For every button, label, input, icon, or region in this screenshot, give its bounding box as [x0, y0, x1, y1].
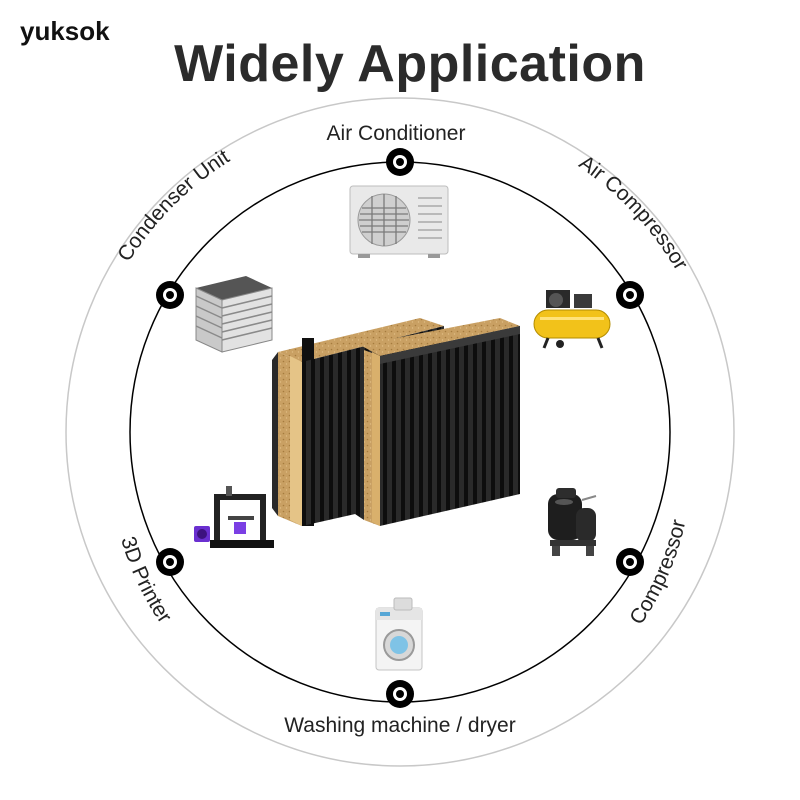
node-markers — [156, 148, 644, 708]
outer-ring — [65, 97, 735, 767]
node-washing-machine — [386, 680, 414, 708]
air-compressor-icon — [533, 290, 611, 349]
brand-logo: yuksok — [20, 16, 110, 46]
node-condenser-unit — [156, 281, 184, 309]
air-conditioner-icon — [349, 185, 449, 258]
node-compressor — [616, 548, 644, 576]
condenser-unit-icon — [195, 276, 273, 353]
node-3d-printer — [156, 548, 184, 576]
compressor-icon — [548, 488, 597, 556]
label-washing-machine: Washing machine / dryer — [284, 714, 515, 737]
label-air-compressor: Air Compressor — [575, 151, 692, 274]
pad-front — [352, 318, 520, 526]
anti-vibration-pads — [272, 318, 520, 526]
label-3d-printer: 3D Printer — [116, 534, 176, 627]
page-title: Widely Application — [174, 35, 646, 93]
node-air-conditioner — [386, 148, 414, 176]
node-air-compressor — [616, 281, 644, 309]
label-condenser-unit: Condenser Unit — [113, 145, 233, 265]
label-air-conditioner: Air Conditioner — [327, 122, 466, 145]
washing-machine-icon — [375, 597, 423, 671]
3d-printer-icon — [194, 486, 274, 548]
